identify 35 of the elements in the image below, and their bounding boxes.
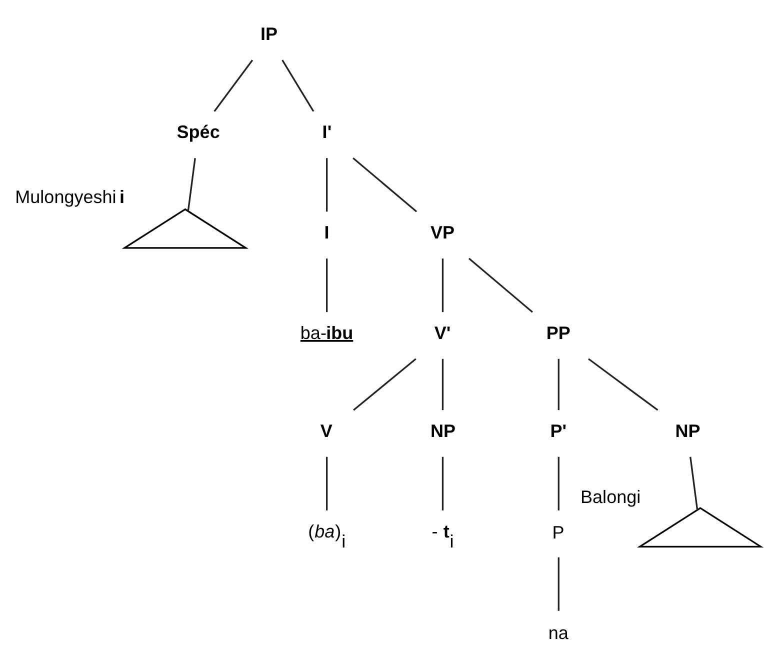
- node-text: P': [550, 420, 567, 441]
- node-text: I': [322, 122, 332, 142]
- node-triangle: [122, 208, 249, 249]
- connector: [442, 258, 444, 312]
- connector: [214, 60, 254, 112]
- connector: [558, 456, 560, 510]
- node-text: IP: [260, 24, 278, 44]
- connector: [442, 358, 444, 410]
- node-text: VP: [430, 222, 455, 243]
- connector: [326, 456, 328, 510]
- node-text: V': [434, 322, 451, 343]
- node-text: ba-ibu: [300, 322, 354, 343]
- connector: [442, 456, 444, 510]
- connector: [187, 158, 196, 212]
- connector: [558, 358, 560, 410]
- node-text: V: [320, 420, 332, 441]
- connector: [558, 557, 560, 611]
- connector: [326, 158, 328, 212]
- node-label: Mulongyeshi i: [15, 187, 124, 208]
- node-text: NP: [675, 420, 700, 441]
- connector: [468, 258, 533, 313]
- node-triangle: [636, 507, 764, 548]
- connector: [690, 456, 698, 510]
- node-text: I: [324, 222, 330, 243]
- connector: [588, 358, 658, 411]
- connector: [326, 258, 328, 312]
- node-text: PP: [546, 322, 570, 343]
- connector: [353, 358, 416, 411]
- node-text: na: [548, 623, 568, 644]
- node-text: P: [552, 522, 564, 543]
- node-text: Spéc: [176, 122, 220, 142]
- connector: [352, 157, 418, 212]
- connector: [282, 60, 314, 112]
- node-text: NP: [430, 420, 456, 441]
- node-label: Balongi: [580, 487, 641, 508]
